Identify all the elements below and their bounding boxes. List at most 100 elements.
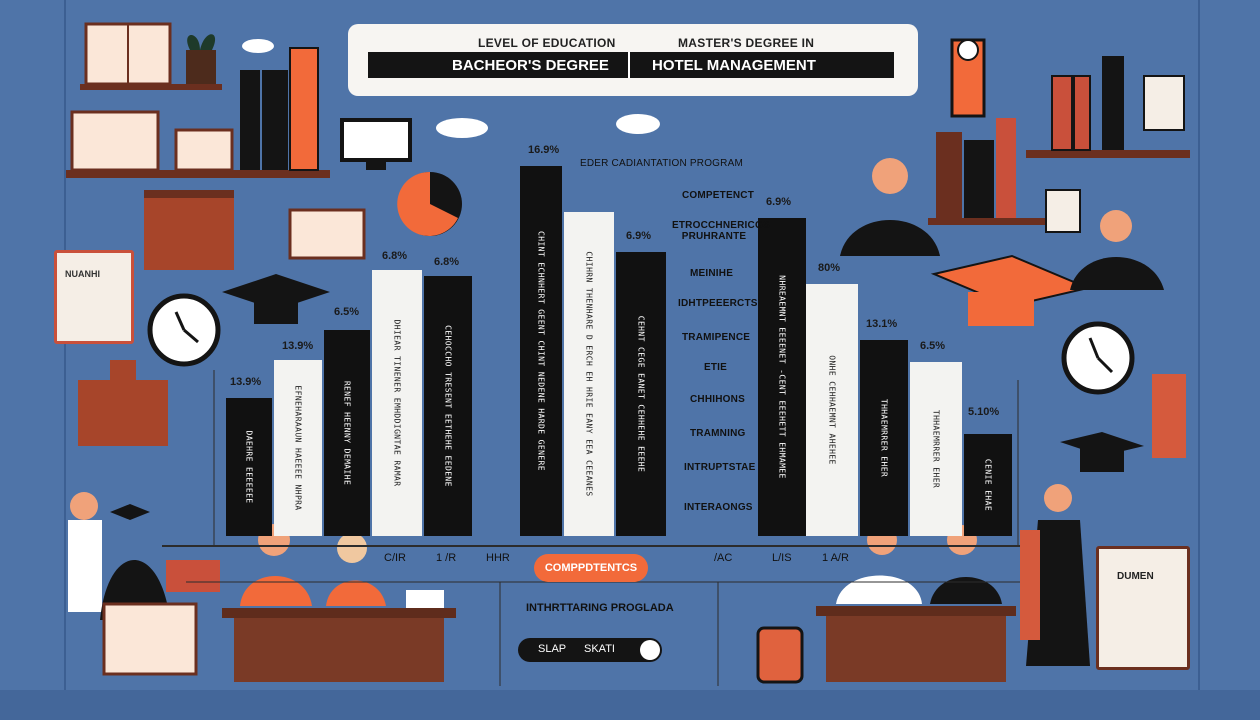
open-book-icon bbox=[288, 208, 366, 260]
competency-7: CHHIHONS bbox=[690, 394, 745, 405]
toggle-left-label: SLAP bbox=[538, 643, 567, 655]
bar-4-text: DHIEAR TINENER EMHDDIGNTAE RAMAR bbox=[392, 319, 402, 487]
bar-5: CEHOCCHO TRESENT EETHEHE EEDENE bbox=[424, 276, 472, 536]
competency-2: ETROCCHNERICGS PRUHRANTE bbox=[672, 220, 770, 242]
bar-3: RENEF HEENNY DEMAIHE bbox=[324, 330, 370, 536]
book-spine bbox=[1051, 75, 1073, 151]
file-folder-icon bbox=[1152, 374, 1186, 458]
bar-9-pct: 6.9% bbox=[766, 196, 792, 208]
master-degree-value: HOTEL MANAGEMENT bbox=[652, 57, 816, 74]
bar-1-pct: 13.9% bbox=[230, 376, 262, 388]
shelf-top-right bbox=[1026, 150, 1190, 158]
shelf-top-left bbox=[80, 84, 222, 90]
bar-13-text: CENIE EHAE bbox=[983, 458, 993, 512]
shelf-mid-right bbox=[928, 218, 1052, 225]
book-spine bbox=[289, 47, 319, 171]
competency-9: INTRUPTSTAE bbox=[684, 462, 756, 473]
open-book-icon bbox=[174, 128, 234, 172]
bar-1: DAEHRE EEEEEEE bbox=[226, 398, 272, 536]
bar-6: CHINT ECHNHERT GEENT CHINT NEDENE HARDE … bbox=[520, 166, 562, 536]
clipboard-icon bbox=[1143, 75, 1185, 131]
bar-11: THHAEMRRER EHER bbox=[860, 340, 908, 536]
book-spine bbox=[262, 70, 288, 170]
bar-3-text: RENEF HEENNY DEMAIHE bbox=[342, 380, 352, 486]
university-building-icon bbox=[144, 196, 234, 270]
x-label-5: L/IS bbox=[772, 552, 792, 564]
bar-10-text: ONHE CEHHAEMNT AHEHEE bbox=[827, 355, 837, 465]
competencies-button[interactable]: COMPPDTENTCS bbox=[534, 554, 648, 582]
backpack-icon bbox=[756, 626, 804, 684]
toggle-right-label: SKATI bbox=[584, 643, 615, 655]
bar-7-text: CHIHRN THENHARE D ERCH EH HRIE EANY EEA … bbox=[584, 251, 594, 497]
book-spine bbox=[240, 70, 260, 170]
competency-6: ETIE bbox=[704, 362, 728, 373]
bar-8-text: CEHNT CEGE EANET CEHHEHE EEEHE bbox=[636, 315, 646, 473]
program-toggle[interactable]: SLAP SKATI bbox=[518, 638, 662, 662]
bar-10-pct: 80% bbox=[818, 262, 841, 274]
bar-6-pct: 16.9% bbox=[528, 144, 560, 156]
bachelor-degree-value: BACHEOR'S DEGREE bbox=[452, 57, 609, 74]
book-spine bbox=[964, 140, 994, 220]
desk-left bbox=[234, 618, 444, 682]
bar-12: THHAEMRRER EHER bbox=[910, 362, 962, 536]
book-spine bbox=[1073, 75, 1091, 151]
book-spine bbox=[1102, 56, 1124, 150]
right-label: MASTER'S DEGREE IN bbox=[678, 36, 815, 50]
plant-pot-icon bbox=[186, 50, 216, 84]
cloud-icon bbox=[616, 114, 660, 134]
desk-top-left bbox=[222, 608, 456, 618]
university-building-icon bbox=[78, 380, 168, 446]
bar-5-pct: 6.8% bbox=[434, 256, 460, 268]
bar-11-pct: 13.1% bbox=[866, 318, 898, 330]
bar-7: CHIHRN THENHARE D ERCH EH HRIE EANY EEA … bbox=[564, 212, 614, 536]
bar-12-text: THHAEMRRER EHER bbox=[931, 409, 941, 489]
bar-8: CEHNT CEGE EANET CEHHEHE EEEHE bbox=[616, 252, 666, 536]
competency-8: TRAMNING bbox=[690, 428, 746, 439]
competency-1: COMPETENCT bbox=[682, 190, 754, 201]
page-frame bbox=[64, 0, 1200, 700]
bar-5-text: CEHOCCHO TRESENT EETHEHE EEDENE bbox=[443, 325, 453, 487]
clipboard-left: NUANHI bbox=[54, 250, 134, 344]
bar-1-text: DAEHRE EEEEEEE bbox=[244, 430, 254, 504]
competency-3: MEINIHE bbox=[690, 268, 734, 279]
bar-6-text: CHINT ECHNHERT GEENT CHINT NEDENE HARDE … bbox=[536, 231, 546, 471]
desk-top-right bbox=[816, 606, 1016, 616]
laptop-icon bbox=[406, 590, 444, 608]
easel-label: DUMEN bbox=[1117, 571, 1154, 582]
education-level-panel: LEVEL OF EDUCATION MASTER'S DEGREE IN BA… bbox=[348, 24, 918, 96]
bar-4: DHIEAR TINENER EMHDDIGNTAE RAMAR bbox=[372, 270, 422, 536]
x-label-2: 1 /R bbox=[436, 552, 457, 564]
open-book-icon bbox=[102, 602, 198, 676]
graduation-cap-icon bbox=[222, 274, 330, 310]
student-avatar bbox=[337, 533, 367, 563]
program-subtitle: INTHRTTARING PROGLADA bbox=[526, 602, 674, 614]
easel-board: DUMEN bbox=[1096, 546, 1190, 670]
toggle-knob[interactable] bbox=[640, 640, 660, 660]
desk-right bbox=[826, 616, 1006, 682]
book-spine bbox=[996, 118, 1016, 220]
bar-12-pct: 6.5% bbox=[920, 340, 946, 352]
x-label-1: C/IR bbox=[384, 552, 406, 564]
divider bbox=[628, 52, 630, 78]
cloud-icon bbox=[242, 39, 274, 53]
bar-3-pct: 6.5% bbox=[334, 306, 360, 318]
graduate-avatar bbox=[1100, 210, 1132, 242]
competency-5: TRAMIPENCE bbox=[682, 332, 751, 343]
x-label-3: HHR bbox=[486, 552, 510, 564]
graduation-cap-icon bbox=[110, 504, 150, 520]
bar-2: EFNEHARAAUN HAEEEE NHPRA bbox=[274, 360, 322, 536]
graduate-avatar bbox=[1044, 484, 1072, 512]
x-label-6: 1 A/R bbox=[822, 552, 849, 564]
graduate-avatar bbox=[872, 158, 908, 194]
monitor-icon bbox=[340, 118, 412, 162]
top-note: EDER CADIANTATION PROGRAM bbox=[580, 158, 743, 169]
open-book-icon bbox=[70, 110, 160, 172]
bar-9: NHREAEMNT EEEENET -CENT EEEHETT EHMAMEE bbox=[758, 218, 806, 536]
left-label: LEVEL OF EDUCATION bbox=[478, 36, 616, 50]
bar-2-pct: 13.9% bbox=[282, 340, 314, 352]
clipboard-icon bbox=[1045, 189, 1081, 233]
competency-4: IDHTPEEERCTS bbox=[678, 298, 758, 309]
student-avatar bbox=[70, 492, 98, 520]
bar-2-text: EFNEHARAAUN HAEEEE NHPRA bbox=[293, 385, 303, 511]
